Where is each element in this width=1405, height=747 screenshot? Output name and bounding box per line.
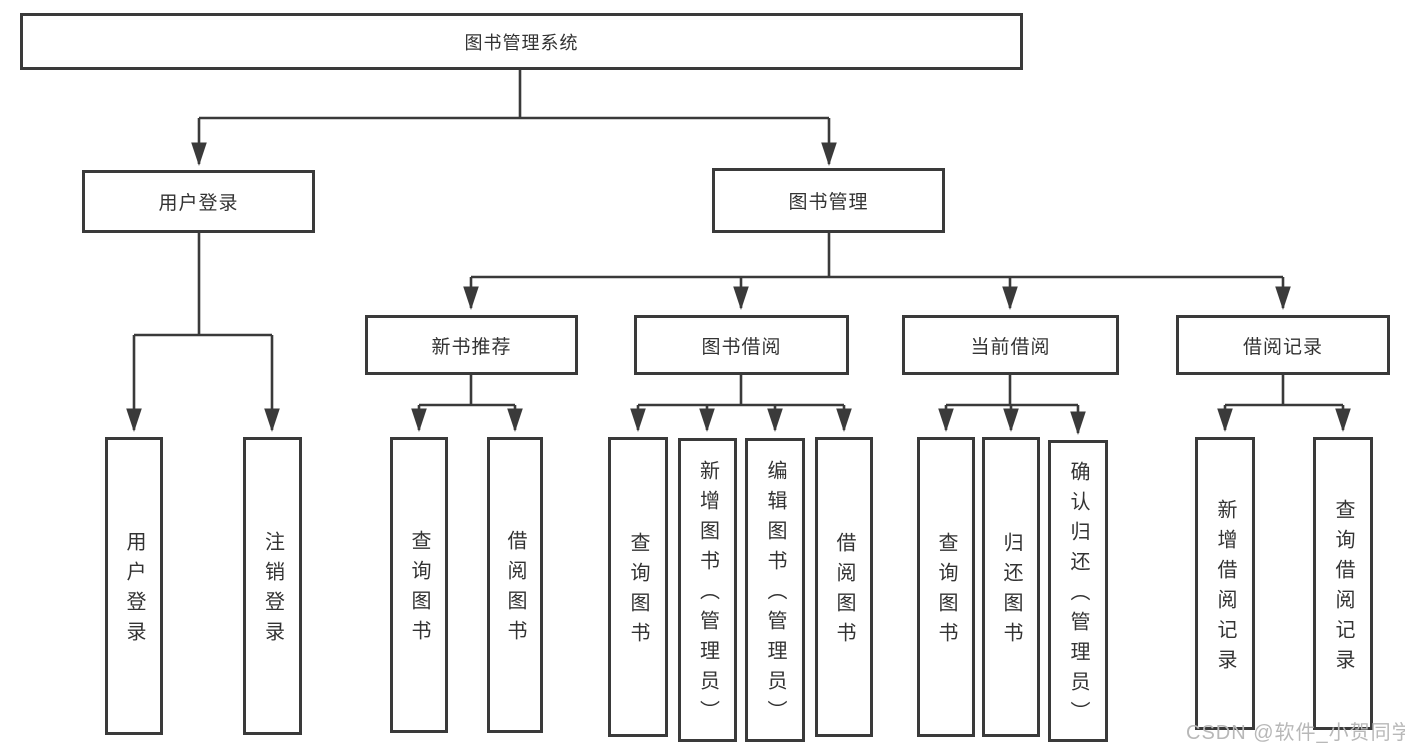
leaf-borrow-books-recommend: 借阅图书: [487, 437, 543, 733]
leaf-add-borrow-record: 新增借阅记录: [1195, 437, 1255, 730]
node-label: 借阅记录: [1242, 336, 1323, 358]
node-label: 新增图书（管理员）: [696, 460, 719, 730]
connector-arrows: [126, 118, 1351, 435]
node-new-book-recommendation: 新书推荐: [365, 315, 578, 375]
node-label: 编辑图书（管理员）: [764, 460, 786, 730]
node-library-management-system: 图书管理系统: [20, 13, 1023, 70]
node-label: 当前借阅: [970, 336, 1051, 358]
leaf-query-books-borrowing: 查询图书: [608, 437, 668, 737]
node-label: 归还图书: [1000, 532, 1022, 652]
node-label: 借阅图书: [833, 532, 855, 652]
node-current-borrowing: 当前借阅: [902, 315, 1119, 375]
node-label: 用户登录: [123, 531, 145, 651]
leaf-user-login: 用户登录: [105, 437, 163, 735]
node-label: 查询图书: [935, 532, 957, 652]
node-book-borrowing: 图书借阅: [634, 315, 849, 375]
leaf-logout: 注销登录: [243, 437, 302, 735]
node-label: 注销登录: [261, 531, 284, 651]
leaf-query-books-current: 查询图书: [917, 437, 975, 737]
leaf-query-books-recommend: 查询图书: [390, 437, 448, 733]
leaf-confirm-return-admin: 确认归还（管理员）: [1048, 440, 1108, 742]
leaf-edit-book-admin: 编辑图书（管理员）: [745, 438, 805, 742]
leaf-return-books: 归还图书: [982, 437, 1040, 737]
node-label: 确认归还（管理员）: [1067, 461, 1089, 731]
node-label: 图书管理: [788, 192, 869, 213]
node-label: 用户登录: [158, 193, 239, 214]
node-label: 查询图书: [627, 532, 649, 652]
leaf-add-book-admin: 新增图书（管理员）: [678, 438, 737, 742]
node-borrowing-records: 借阅记录: [1176, 315, 1390, 375]
leaf-borrow-books-borrowing: 借阅图书: [815, 437, 873, 737]
leaf-query-borrow-record: 查询借阅记录: [1313, 437, 1373, 730]
node-label: 图书管理系统: [464, 32, 579, 53]
node-label: 新书推荐: [431, 336, 512, 358]
node-label: 借阅图书: [504, 530, 526, 650]
csdn-watermark: CSDN @软件_小贺同学: [1186, 722, 1405, 744]
node-label: 图书借阅: [701, 336, 782, 358]
node-label: 新增借阅记录: [1214, 498, 1236, 679]
node-user-login: 用户登录: [82, 170, 315, 233]
node-book-management: 图书管理: [712, 168, 945, 233]
node-label: 查询借阅记录: [1332, 498, 1354, 679]
node-label: 查询图书: [408, 530, 430, 650]
